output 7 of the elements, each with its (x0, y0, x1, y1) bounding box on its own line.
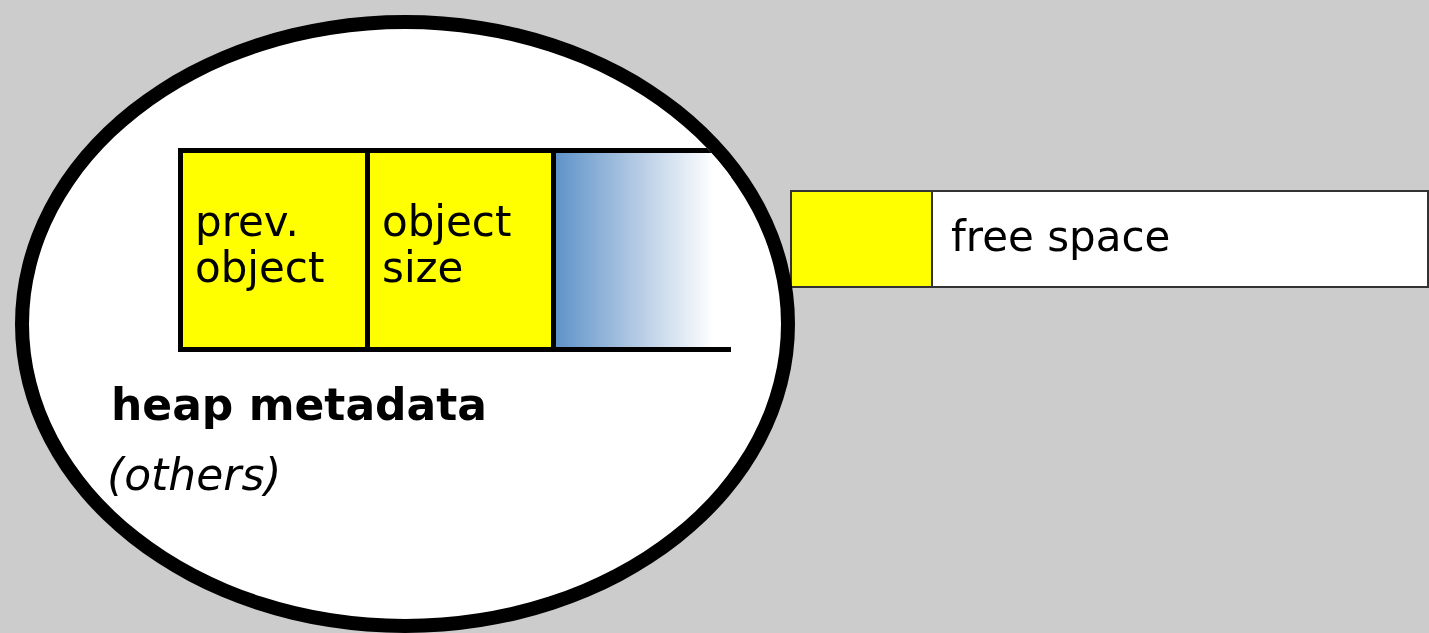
block-label: free space (951, 214, 1171, 261)
field-label: prev. object (195, 199, 326, 292)
free-space-block (931, 190, 1429, 288)
caption-heading: heap metadata (111, 379, 487, 430)
memory-block (790, 190, 933, 288)
caption-note: (others) (107, 449, 282, 500)
field-label: object size (382, 199, 513, 292)
